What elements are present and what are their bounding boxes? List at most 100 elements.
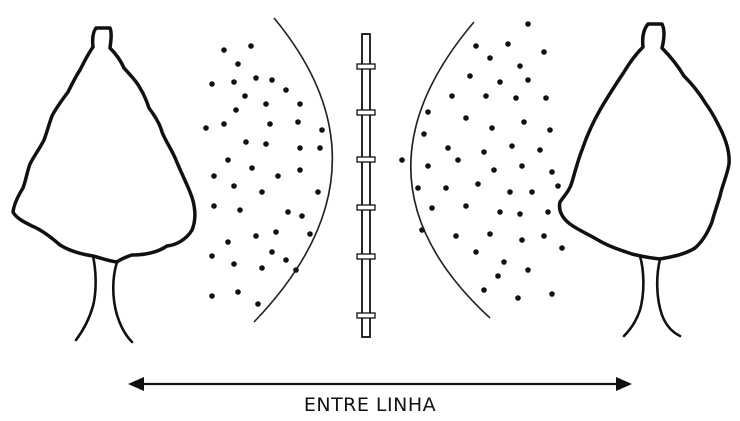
dot <box>263 141 269 147</box>
dot <box>307 231 313 237</box>
dot <box>221 121 227 127</box>
dot <box>443 185 449 191</box>
dot <box>231 183 237 189</box>
dot <box>549 291 555 297</box>
dot <box>263 101 269 107</box>
dot <box>259 265 265 271</box>
dot <box>243 139 249 145</box>
dot <box>463 115 469 121</box>
dot <box>497 79 503 85</box>
dot <box>509 143 515 149</box>
dot <box>203 125 209 131</box>
dot <box>473 249 479 255</box>
dot <box>415 185 421 191</box>
dot <box>421 131 427 137</box>
dot <box>425 109 431 115</box>
dot <box>481 287 487 293</box>
dot <box>425 163 431 169</box>
dot <box>537 147 543 153</box>
dot <box>429 205 435 211</box>
dot <box>225 239 231 245</box>
dot <box>297 167 303 173</box>
right-tree-trunk <box>624 256 680 336</box>
dot <box>297 101 303 107</box>
pole-tie <box>357 64 375 69</box>
dot <box>293 267 299 273</box>
right-curve-line <box>411 22 490 318</box>
dot <box>525 267 531 273</box>
dot <box>495 273 501 279</box>
dot <box>295 119 301 125</box>
right-tree-crown <box>559 24 729 259</box>
dot <box>225 157 231 163</box>
dot <box>489 125 495 131</box>
dot <box>242 93 248 99</box>
dot <box>487 55 493 61</box>
diagram-label: ENTRE LINHA <box>0 394 740 416</box>
dot <box>269 77 275 83</box>
dot <box>273 229 279 235</box>
dot <box>487 231 493 237</box>
dot <box>283 87 289 93</box>
dot <box>235 289 241 295</box>
dot <box>297 145 303 151</box>
dot <box>235 61 241 67</box>
left-tree-trunk <box>76 256 132 342</box>
dot <box>399 157 405 163</box>
pole-tie <box>357 254 375 259</box>
dot <box>231 79 237 85</box>
dot <box>249 165 255 171</box>
dot <box>517 63 523 69</box>
central-pole <box>357 34 375 337</box>
dot <box>253 75 259 81</box>
dot <box>445 145 451 151</box>
dot <box>543 95 549 101</box>
arrow-head-left <box>128 377 144 391</box>
dot <box>467 73 473 79</box>
dot <box>299 213 305 219</box>
arrow-head-right <box>616 377 632 391</box>
dot <box>237 207 243 213</box>
dot <box>209 253 215 259</box>
dot <box>231 261 237 267</box>
dot <box>525 77 531 83</box>
dot <box>473 43 479 49</box>
dot <box>555 183 561 189</box>
dot <box>253 233 259 239</box>
dot <box>515 295 521 301</box>
right-tree <box>559 24 729 336</box>
dot <box>541 49 547 55</box>
dot <box>211 203 217 209</box>
dot <box>529 189 535 195</box>
dot <box>269 249 275 255</box>
dot <box>233 107 239 113</box>
dot <box>267 121 273 127</box>
dot <box>463 203 469 209</box>
pole-shaft <box>362 34 370 337</box>
double-arrow <box>128 377 632 391</box>
dot <box>547 127 553 133</box>
dot <box>317 145 323 151</box>
dot <box>259 189 265 195</box>
left-tree-crown <box>13 28 195 262</box>
dot <box>209 81 215 87</box>
dot <box>505 41 511 47</box>
dot <box>519 237 525 243</box>
dot <box>319 127 325 133</box>
dot <box>255 301 261 307</box>
left-tree <box>13 28 195 342</box>
dot <box>559 245 565 251</box>
dot <box>501 259 507 265</box>
pole-tie <box>357 110 375 115</box>
dot <box>275 173 281 179</box>
dot <box>481 149 487 155</box>
right-dot-cloud <box>399 21 565 301</box>
dot <box>221 47 227 53</box>
dot <box>491 167 497 173</box>
pole-tie <box>357 205 375 210</box>
dot <box>545 209 551 215</box>
dot <box>453 233 459 239</box>
dot <box>517 211 523 217</box>
